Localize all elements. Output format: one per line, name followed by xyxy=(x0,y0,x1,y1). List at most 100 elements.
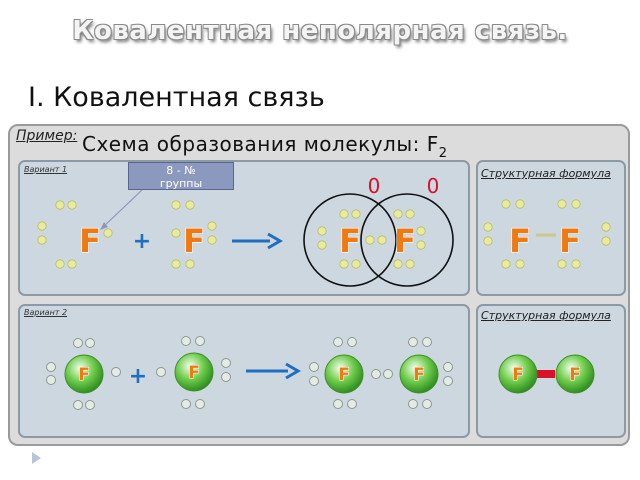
electron-dot xyxy=(317,226,327,236)
structural-formula-label-1: Структурная формула xyxy=(481,167,611,180)
electron-dot xyxy=(37,221,47,231)
structural-sphere-left xyxy=(498,354,538,394)
electron-dot xyxy=(557,259,567,269)
scheme-title-text: Схема образования молекулы: F xyxy=(82,132,439,156)
reaction-arrow-2-head xyxy=(285,362,301,380)
electron-dot xyxy=(515,259,525,269)
slide-title: Ковалентная неполярная связь. xyxy=(72,16,568,46)
electron-dot xyxy=(207,235,217,245)
electron-dot xyxy=(111,367,121,377)
electron-dot xyxy=(171,228,181,238)
electron-dot xyxy=(515,199,525,209)
electron-dot xyxy=(483,236,493,246)
electron-dot xyxy=(185,259,195,269)
atom-symbol-label: F xyxy=(512,365,524,385)
electron-dot xyxy=(377,235,387,245)
structural-box-1 xyxy=(476,160,626,296)
electron-dot xyxy=(185,200,195,210)
electron-dot xyxy=(422,337,432,347)
electron-dot xyxy=(156,367,166,377)
electron-dot xyxy=(557,199,567,209)
electron-dot xyxy=(46,362,56,372)
electron-dot xyxy=(339,209,349,219)
electron-dot xyxy=(393,209,403,219)
electron-dot xyxy=(571,259,581,269)
callout-pointer-head xyxy=(100,222,108,230)
electron-dot xyxy=(351,259,361,269)
electron-dot xyxy=(571,199,581,209)
callout-pointer xyxy=(101,189,143,229)
electron-dot xyxy=(181,399,191,409)
electron-dot xyxy=(181,336,191,346)
fluorine-sphere-1 xyxy=(64,354,104,394)
electron-dot xyxy=(405,209,415,219)
electron-dot xyxy=(422,399,432,409)
electron-dot xyxy=(207,221,217,231)
electron-dot xyxy=(85,338,95,348)
group-number-callout: 8 - № группы xyxy=(128,162,234,190)
electron-dot xyxy=(371,369,381,379)
electron-dot xyxy=(195,336,205,346)
molecule-atom-right: F xyxy=(394,222,416,260)
electron-dot xyxy=(221,358,231,368)
electron-dot xyxy=(393,259,403,269)
electron-dot xyxy=(171,259,181,269)
orbital-circle-right xyxy=(360,193,454,287)
electron-dot xyxy=(73,338,83,348)
electron-dot xyxy=(365,235,375,245)
scheme-title: Схема образования молекулы: F2 xyxy=(82,132,448,161)
electron-dot xyxy=(443,362,453,372)
orbital-circle-left xyxy=(303,193,397,287)
electron-dot xyxy=(408,337,418,347)
electron-dot xyxy=(351,209,361,219)
electron-dot xyxy=(333,337,343,347)
electron-dot xyxy=(103,228,113,238)
plus-sign-2: + xyxy=(129,364,147,389)
atom-symbol-label: F xyxy=(188,363,200,383)
fluorine-sphere-2 xyxy=(174,352,214,392)
electron-dot xyxy=(67,259,77,269)
atom-symbol-label: F xyxy=(413,365,425,385)
atom-symbol-label: F xyxy=(338,365,350,385)
electron-dot xyxy=(601,236,611,246)
electron-dot xyxy=(416,226,426,236)
electron-dot xyxy=(37,235,47,245)
electron-dot xyxy=(85,400,95,410)
electron-dot xyxy=(501,199,511,209)
section-heading: I. Ковалентная связь xyxy=(28,82,325,113)
electron-dot xyxy=(347,337,357,347)
electron-dot xyxy=(195,399,205,409)
reaction-arrow-1-head xyxy=(267,232,283,250)
electron-dot xyxy=(67,200,77,210)
electron-dot xyxy=(317,240,327,250)
fluorine-atom-2: F xyxy=(183,222,205,260)
electron-dot xyxy=(221,372,231,382)
structural-formula-label-2: Структурная формула xyxy=(481,309,611,322)
electron-dot xyxy=(408,399,418,409)
plus-sign-1: + xyxy=(133,229,151,254)
electron-dot xyxy=(55,200,65,210)
electron-dot xyxy=(171,200,181,210)
slide-nav-marker xyxy=(32,452,41,464)
variant2-label: Вариант 2 xyxy=(24,308,68,317)
molecule-sphere-left xyxy=(324,354,364,394)
electron-dot xyxy=(73,400,83,410)
callout-line-1: 8 - № xyxy=(166,164,196,177)
electron-dot xyxy=(347,399,357,409)
electron-dot xyxy=(601,222,611,232)
single-bond-2 xyxy=(527,370,555,378)
electron-dot xyxy=(443,376,453,386)
electron-dot xyxy=(416,240,426,250)
atom-symbol-label: F xyxy=(569,365,581,385)
structural-atom-right-1: F xyxy=(559,222,581,260)
oxidation-zero-1: 0 xyxy=(368,174,381,198)
electron-dot xyxy=(383,369,393,379)
electron-dot xyxy=(405,259,415,269)
structural-atom-left-1: F xyxy=(509,222,531,260)
structural-sphere-right xyxy=(555,354,595,394)
electron-dot xyxy=(339,259,349,269)
electron-dot xyxy=(333,399,343,409)
molecule-atom-left: F xyxy=(339,222,361,260)
scheme-title-subscript: 2 xyxy=(438,146,448,161)
